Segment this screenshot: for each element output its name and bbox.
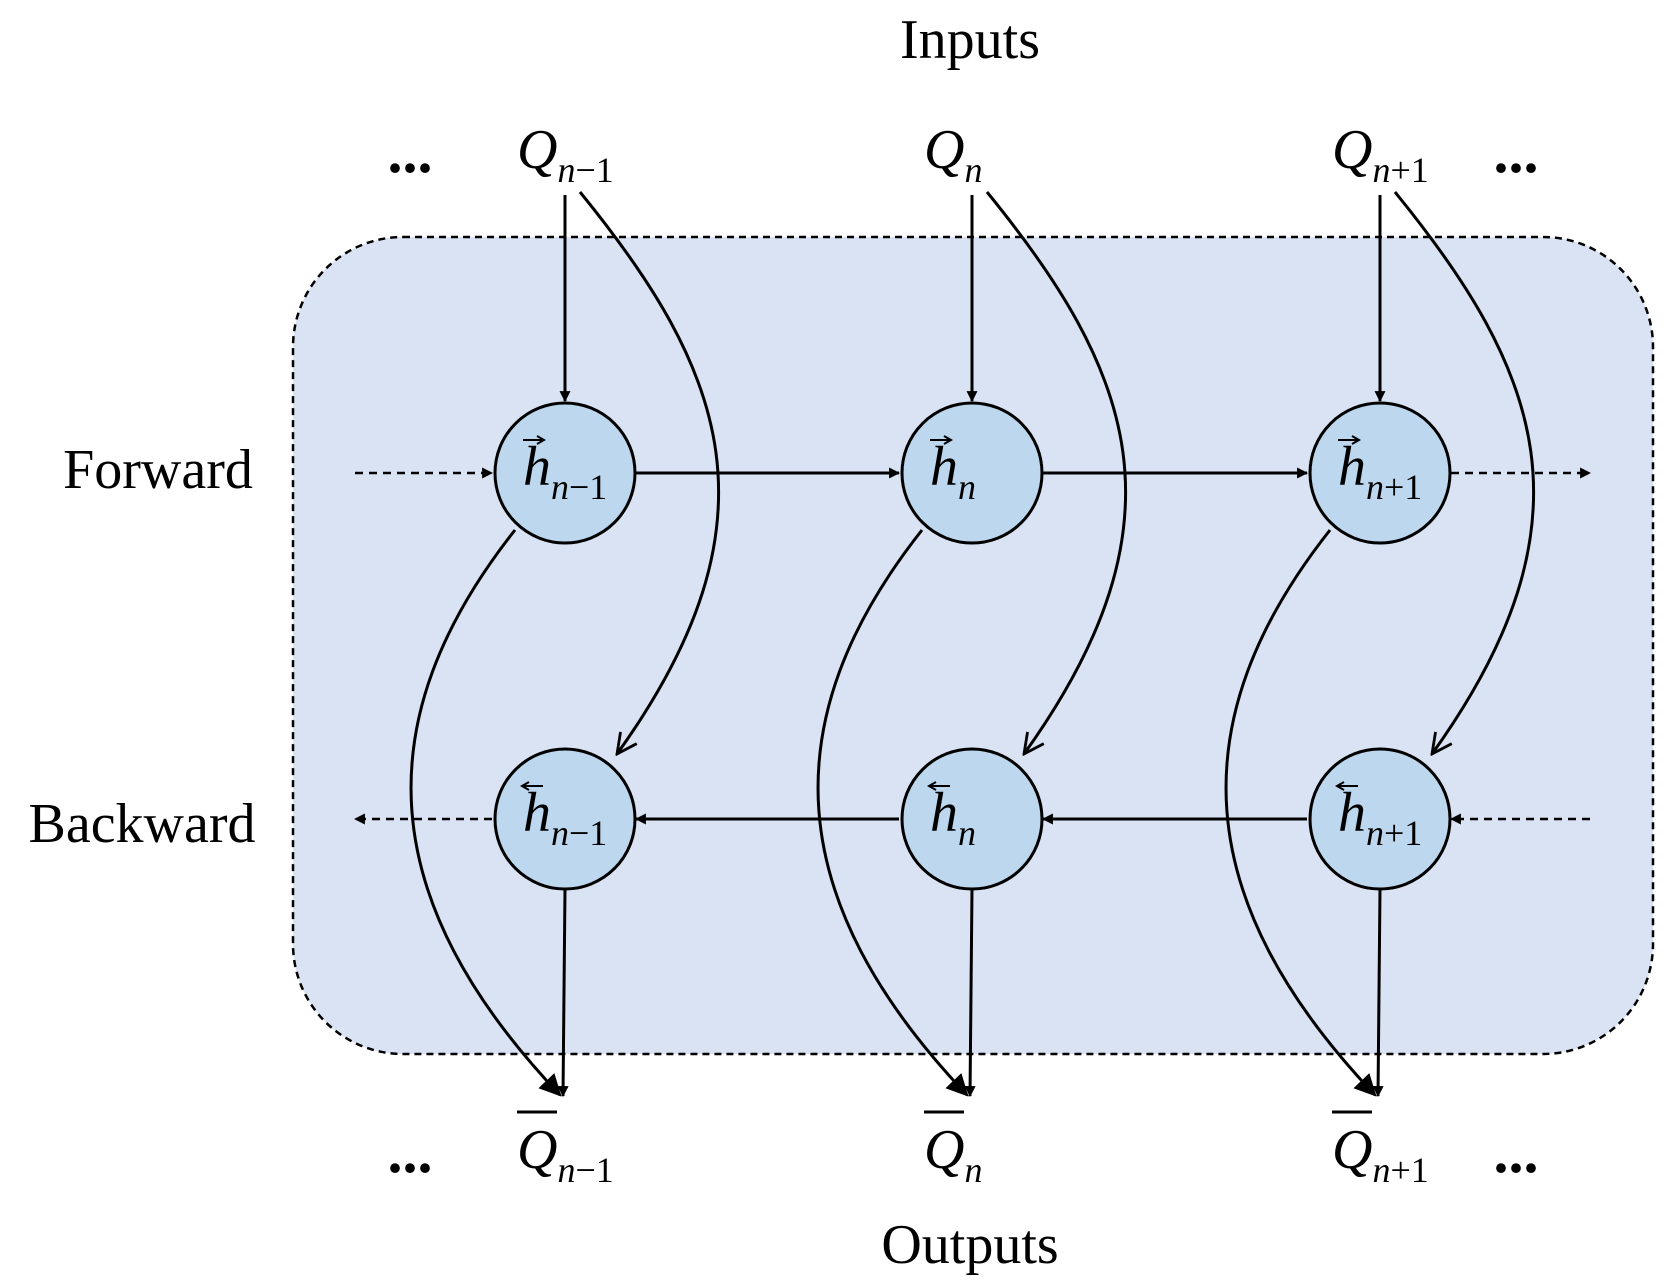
input-to-backward-curve — [985, 191, 1127, 754]
forward-node-label: hn+1 — [1338, 436, 1422, 507]
forward-node-circle — [493, 401, 637, 545]
inputs-label: Inputs — [900, 9, 1040, 71]
direction-left-icon — [519, 781, 543, 791]
backward-node-circle — [900, 747, 1044, 891]
backward-node-label: hn−1 — [523, 782, 607, 853]
forward-node: hn+1 — [1308, 401, 1452, 545]
forward-node-circle — [900, 401, 1044, 545]
backward-node-circle — [1308, 747, 1452, 891]
backward-node-label: hn+1 — [1338, 782, 1422, 853]
input-to-backward-curve — [578, 191, 720, 754]
forward-node-circle — [1308, 401, 1452, 545]
backward-label: Backward — [28, 793, 255, 855]
backward-to-output-arrow — [964, 888, 976, 1098]
ellipsis-top-left: ... — [388, 119, 433, 185]
direction-left-icon — [926, 781, 950, 791]
forward-to-output-curve — [1224, 529, 1377, 1097]
direction-right-icon — [1338, 435, 1362, 445]
input-to-backward-curve — [1393, 191, 1535, 754]
direction-right-icon — [523, 435, 547, 445]
backward-to-output-arrow — [557, 888, 569, 1098]
ellipsis-top-right: ... — [1494, 119, 1539, 185]
output-label: Qn+1 — [1332, 1119, 1429, 1190]
ellipsis-bottom-right: ... — [1494, 1119, 1539, 1185]
backward-node-label: hn — [930, 782, 976, 853]
output-label: Qn−1 — [517, 1119, 614, 1190]
backward-to-output-arrow — [1372, 888, 1384, 1098]
forward-to-output-curve — [409, 529, 562, 1097]
backward-node: hn+1 — [1308, 747, 1452, 891]
outputs-label: Outputs — [881, 1214, 1058, 1276]
forward-label: Forward — [63, 439, 253, 501]
backward-node: hn — [900, 747, 1044, 891]
forward-node: hn−1 — [493, 401, 637, 545]
input-label: Qn — [924, 119, 982, 190]
input-label: Qn+1 — [1332, 119, 1429, 190]
input-label: Qn−1 — [517, 119, 614, 190]
forward-to-output-curve — [816, 529, 969, 1097]
output-label: Qn — [924, 1119, 982, 1190]
forward-node-label: hn−1 — [523, 436, 607, 507]
forward-node: hn — [900, 401, 1044, 545]
ellipsis-bottom-left: ... — [388, 1119, 433, 1185]
forward-node-label: hn — [930, 436, 976, 507]
backward-node-circle — [493, 747, 637, 891]
direction-left-icon — [1334, 781, 1358, 791]
direction-right-icon — [930, 435, 954, 445]
backward-node: hn−1 — [493, 747, 637, 891]
